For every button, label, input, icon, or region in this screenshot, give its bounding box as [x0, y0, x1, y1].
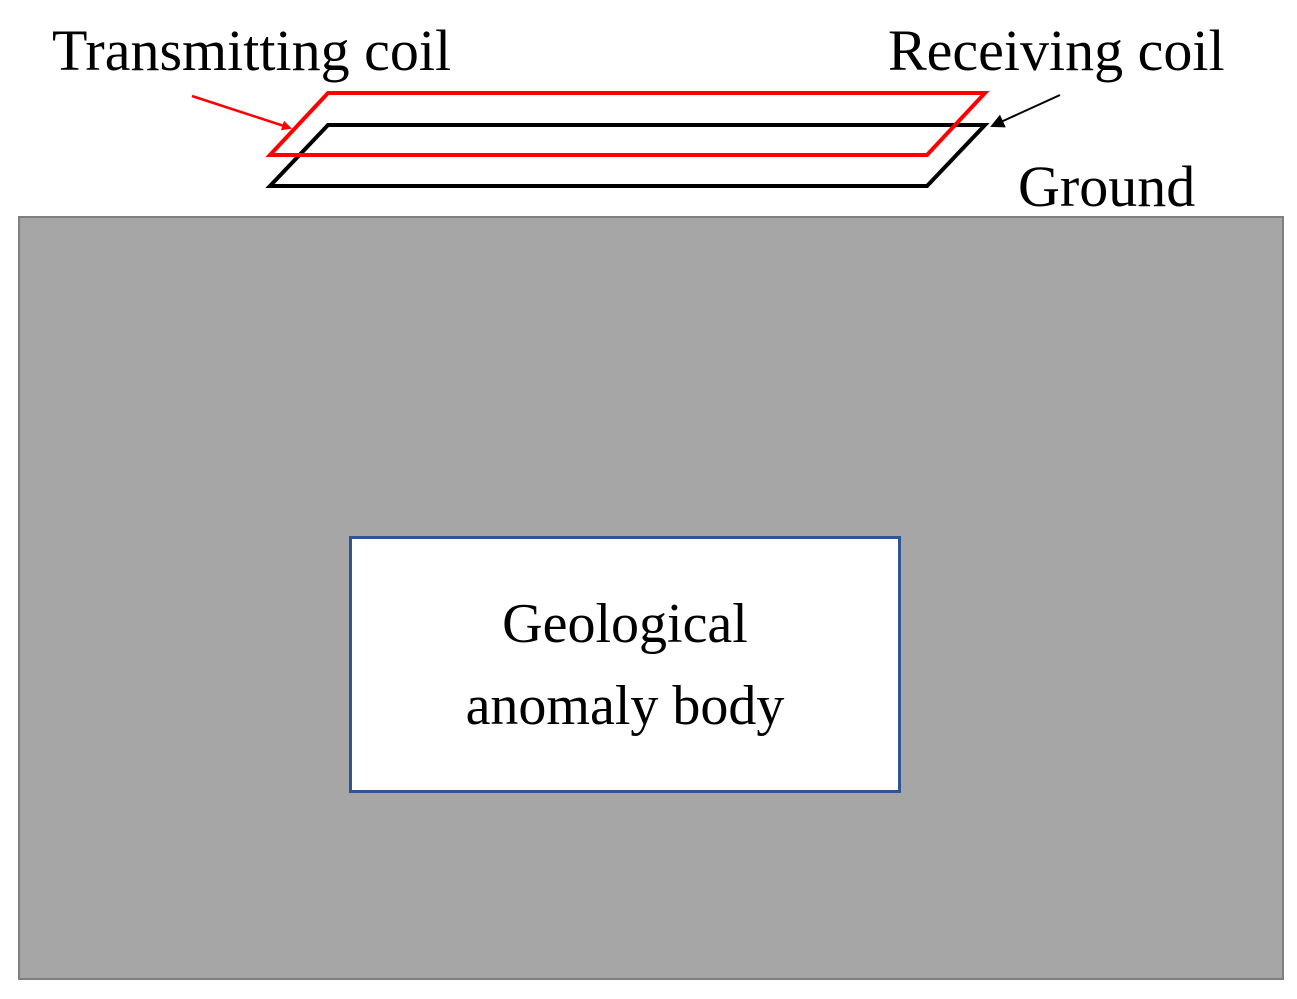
anomaly-label-line-2: anomaly body	[465, 674, 785, 737]
geological-anomaly-body: Geological anomaly body	[349, 536, 901, 793]
transmitting-coil	[265, 91, 990, 157]
receiving-coil-label: Receiving coil	[888, 18, 1225, 83]
transmitting-coil-label: Transmitting coil	[52, 18, 452, 83]
ground-label: Ground	[1018, 154, 1196, 219]
anomaly-label-line-1: Geological	[502, 592, 748, 655]
receiving-coil-arrow	[990, 94, 1061, 128]
receiving-coil	[265, 123, 990, 188]
transmitting-coil-arrow	[191, 94, 292, 131]
